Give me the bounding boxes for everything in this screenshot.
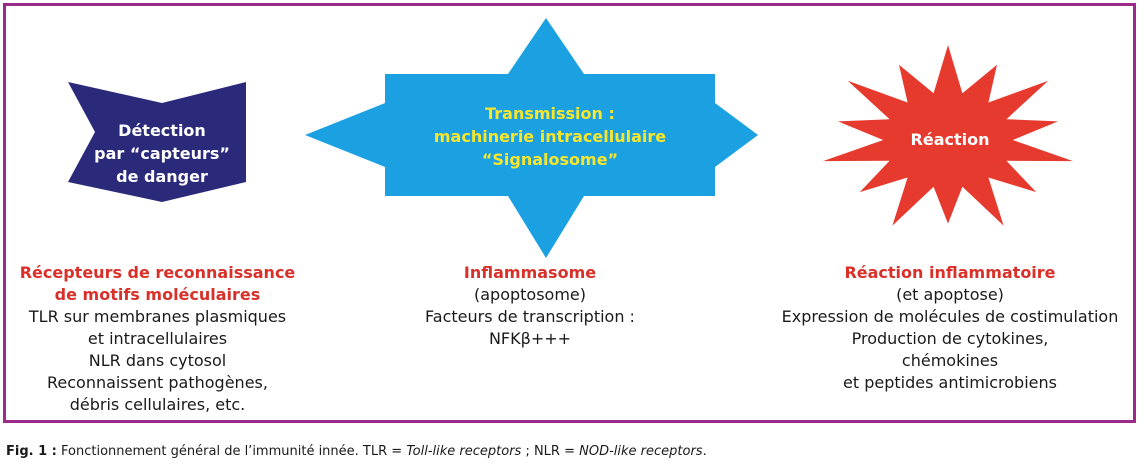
- left-heading: Récepteurs de reconnaissance: [19, 263, 296, 282]
- middle-heading: Inflammasome: [463, 263, 597, 282]
- detection-line: par “capteurs”: [94, 144, 230, 163]
- detection-line: Détection: [118, 121, 206, 140]
- left-heading: de motifs moléculaires: [54, 285, 261, 304]
- right-heading: Réaction inflammatoire: [844, 263, 1056, 282]
- right-line: et peptides antimicrobiens: [843, 373, 1057, 392]
- caption-nlr: NOD-like receptors: [579, 444, 703, 459]
- right-description: Réaction inflammatoire (et apoptose) Exp…: [760, 262, 1140, 394]
- reaction-line: Réaction: [910, 130, 990, 149]
- detection-label: Détection par “capteurs” de danger: [92, 119, 232, 188]
- caption-label: Fig. 1 :: [6, 444, 57, 459]
- right-line: Expression de molécules de costimulation: [781, 307, 1119, 326]
- reaction-starburst-shape: [823, 45, 1073, 226]
- transmission-four-way-arrow: [305, 18, 758, 258]
- caption-text: Fonctionnement général de l’immunité inn…: [56, 444, 407, 459]
- middle-description: Inflammasome (apoptosome) Facteurs de tr…: [380, 262, 680, 350]
- middle-line: (apoptosome): [473, 285, 586, 304]
- caption-text: .: [702, 444, 707, 459]
- caption-text: ; NLR =: [521, 444, 580, 459]
- transmission-line: “Signalosome”: [481, 150, 619, 169]
- figure-caption: Fig. 1 : Fonctionnement général de l’imm…: [6, 444, 707, 459]
- detection-chevron-shape: [68, 82, 246, 202]
- left-description: Récepteurs de reconnaissance de motifs m…: [0, 262, 315, 416]
- detection-line: de danger: [116, 167, 208, 186]
- figure-frame: [3, 3, 1136, 423]
- left-line: débris cellulaires, etc.: [69, 395, 246, 414]
- left-line: NLR dans cytosol: [88, 351, 227, 370]
- middle-line: Facteurs de transcription :: [425, 307, 635, 326]
- transmission-line: machinerie intracellulaire: [433, 127, 667, 146]
- reaction-label: Réaction: [880, 128, 1020, 151]
- right-line: chémokines: [901, 351, 999, 370]
- middle-line: NFKβ+++: [488, 329, 572, 348]
- left-line: Reconnaissent pathogènes,: [47, 373, 268, 392]
- right-line: (et apoptose): [896, 285, 1004, 304]
- transmission-label: Transmission : machinerie intracellulair…: [385, 102, 715, 171]
- transmission-line: Transmission :: [485, 104, 615, 123]
- caption-tlr: Toll-like receptors: [406, 444, 522, 459]
- left-line: TLR sur membranes plasmiques: [28, 307, 287, 326]
- left-line: et intracellulaires: [87, 329, 228, 348]
- right-line: Production de cytokines,: [851, 329, 1049, 348]
